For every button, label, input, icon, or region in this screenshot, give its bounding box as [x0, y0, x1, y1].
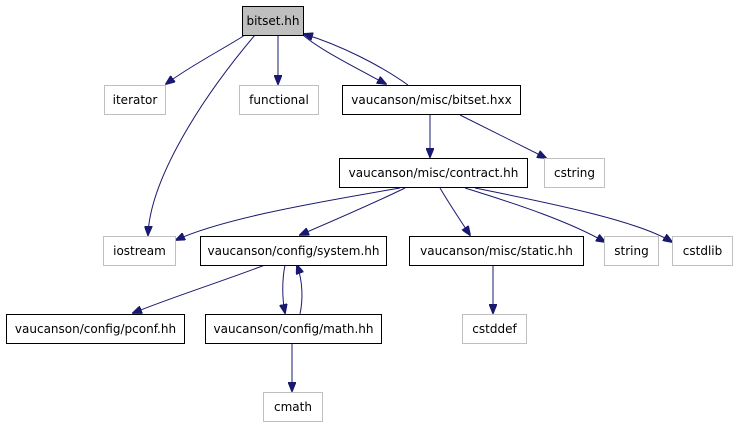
node-bitset-hxx[interactable]: vaucanson/misc/bitset.hxx: [342, 85, 521, 115]
node-label: cstdlib: [683, 244, 722, 258]
edge-bitset_hh-to-bitset_hxx: [302, 34, 386, 84]
edge-contract_hh-to-system_hh: [300, 187, 406, 235]
edge-bitset_hh-to-iterator: [166, 34, 246, 84]
edge-system_hh-to-math_hh: [283, 264, 285, 313]
node-cstdlib: cstdlib: [672, 236, 733, 266]
node-box: [462, 314, 527, 344]
edge-contract_hh-to-iostream: [176, 187, 401, 240]
node-box: [544, 158, 605, 188]
node-contract-hh[interactable]: vaucanson/misc/contract.hh: [339, 158, 528, 188]
node-box[interactable]: [6, 314, 185, 344]
node-math-hh[interactable]: vaucanson/config/math.hh: [205, 314, 382, 344]
node-label: bitset.hh: [246, 14, 299, 28]
node-box: [672, 236, 733, 266]
node-label: cstring: [554, 166, 595, 180]
node-label: cmath: [274, 400, 312, 414]
node-cstring: cstring: [544, 158, 605, 188]
edge-system_hh-to-pconf_hh: [133, 264, 266, 313]
node-functional: functional: [239, 85, 319, 115]
edge-bitset_hh-to-iostream: [148, 34, 256, 235]
node-system-hh[interactable]: vaucanson/config/system.hh: [200, 236, 387, 266]
node-label: vaucanson/misc/contract.hh: [349, 166, 519, 180]
node-label: vaucanson/config/pconf.hh: [15, 322, 176, 336]
edges-layer: [133, 34, 672, 391]
node-string: string: [604, 236, 659, 266]
node-label: vaucanson/config/system.hh: [207, 244, 379, 258]
node-box: [263, 392, 323, 422]
node-label: iostream: [113, 244, 166, 258]
node-box[interactable]: [342, 85, 521, 115]
edge-contract_hh-to-string: [464, 187, 605, 242]
node-box: [604, 236, 659, 266]
node-cmath: cmath: [263, 392, 323, 422]
node-box[interactable]: [409, 236, 584, 266]
node-pconf-hh[interactable]: vaucanson/config/pconf.hh: [6, 314, 185, 344]
edge-math_hh-to-system_hh: [297, 265, 302, 315]
node-label: vaucanson/misc/static.hh: [420, 244, 573, 258]
node-label: vaucanson/misc/bitset.hxx: [351, 93, 511, 107]
node-label: functional: [249, 93, 309, 107]
edge-bitset_hxx-to-bitset_hh: [304, 34, 409, 86]
edge-contract_hh-to-cstdlib: [474, 187, 672, 242]
node-label: string: [614, 244, 648, 258]
edge-bitset_hxx-to-cstring: [459, 114, 546, 158]
node-box[interactable]: [242, 6, 304, 36]
node-box: [239, 85, 319, 115]
node-iostream: iostream: [103, 236, 176, 266]
node-box[interactable]: [200, 236, 387, 266]
node-box: [103, 236, 176, 266]
node-bitset-hh[interactable]: bitset.hh: [242, 6, 304, 36]
node-box[interactable]: [205, 314, 382, 344]
node-box: [104, 85, 166, 115]
edge-contract_hh-to-static_hh: [439, 187, 470, 235]
node-label: iterator: [113, 93, 158, 107]
node-label: vaucanson/config/math.hh: [213, 322, 373, 336]
node-iterator: iterator: [104, 85, 166, 115]
node-box[interactable]: [339, 158, 528, 188]
node-label: cstddef: [472, 322, 517, 336]
node-cstddef: cstddef: [462, 314, 527, 344]
nodes-layer: bitset.hh iterator functional vaucanson/mis…: [6, 6, 733, 422]
node-static-hh[interactable]: vaucanson/misc/static.hh: [409, 236, 584, 266]
